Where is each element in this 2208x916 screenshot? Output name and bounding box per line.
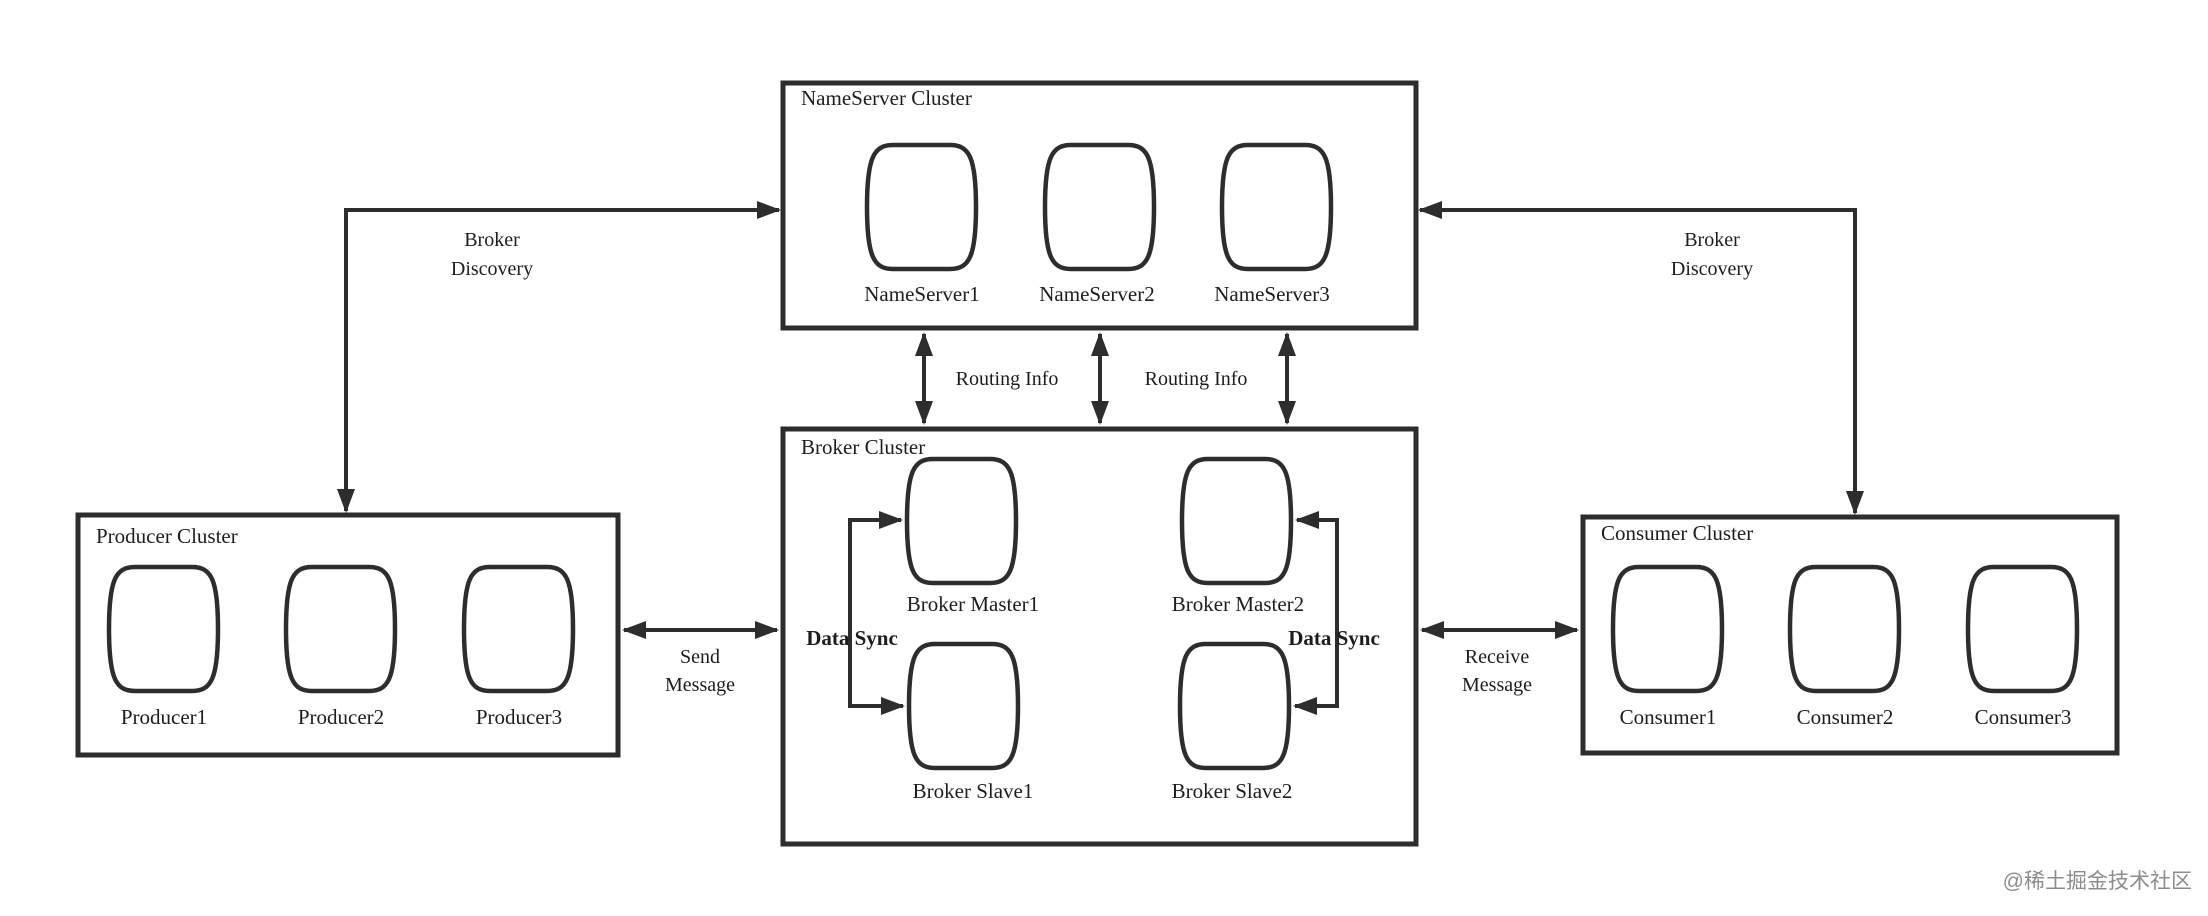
consumer3-node — [1968, 567, 2077, 691]
producer-cluster-title: Producer Cluster — [96, 524, 238, 548]
nameserver2-label: NameServer2 — [1039, 282, 1154, 306]
broker-discovery-right-label-line2: Discovery — [1671, 258, 1753, 280]
watermark-text: @稀土掘金技术社区 — [2003, 870, 2192, 893]
nameserver3-node — [1222, 145, 1331, 269]
receive-message-label-line1: Receive — [1465, 646, 1530, 668]
consumer2-label: Consumer2 — [1797, 705, 1894, 729]
consumer1-label: Consumer1 — [1620, 705, 1717, 729]
producer2-label: Producer2 — [298, 705, 384, 729]
broker-slave1-label: Broker Slave1 — [913, 779, 1034, 803]
broker-master2-label: Broker Master2 — [1172, 592, 1304, 616]
nameserver1-node — [867, 145, 976, 269]
data-sync-left-arrow — [848, 511, 905, 715]
broker-discovery-left-arrow — [337, 201, 781, 513]
send-message-label-line2: Message — [665, 674, 735, 696]
data-sync-right-label: Data Sync — [1288, 626, 1380, 650]
routing-info-left-label: Routing Info — [956, 368, 1059, 390]
broker-slave2-node — [1180, 644, 1289, 768]
producer3-label: Producer3 — [476, 705, 562, 729]
broker-master1-label: Broker Master1 — [907, 592, 1039, 616]
send-message-label-line1: Send — [680, 646, 720, 668]
consumer3-label: Consumer3 — [1975, 705, 2072, 729]
broker-discovery-left-label-line1: Broker — [464, 229, 520, 251]
consumer-cluster-title: Consumer Cluster — [1601, 521, 1753, 545]
nameserver-cluster-title: NameServer Cluster — [801, 86, 972, 110]
consumer1-node — [1613, 567, 1722, 691]
broker-discovery-right-label-line1: Broker — [1684, 229, 1740, 251]
producer1-node — [109, 567, 218, 691]
broker-master2-node — [1182, 459, 1291, 583]
producer3-node — [464, 567, 573, 691]
broker-discovery-right-arrow — [1418, 201, 1864, 515]
producer2-node — [286, 567, 395, 691]
broker-master1-node — [907, 459, 1016, 583]
broker-discovery-left-label-line2: Discovery — [451, 258, 533, 280]
receive-message-label-line2: Message — [1462, 674, 1532, 696]
consumer2-node — [1790, 567, 1899, 691]
nameserver1-label: NameServer1 — [864, 282, 979, 306]
broker-slave2-label: Broker Slave2 — [1172, 779, 1293, 803]
producer1-label: Producer1 — [121, 705, 207, 729]
broker-cluster-title: Broker Cluster — [801, 435, 925, 459]
nameserver3-label: NameServer3 — [1214, 282, 1329, 306]
nameserver2-node — [1045, 145, 1154, 269]
broker-slave1-node — [909, 644, 1018, 768]
data-sync-left-label: Data Sync — [806, 626, 898, 650]
routing-info-right-label: Routing Info — [1145, 368, 1248, 390]
data-sync-right-arrow — [1293, 511, 1339, 715]
